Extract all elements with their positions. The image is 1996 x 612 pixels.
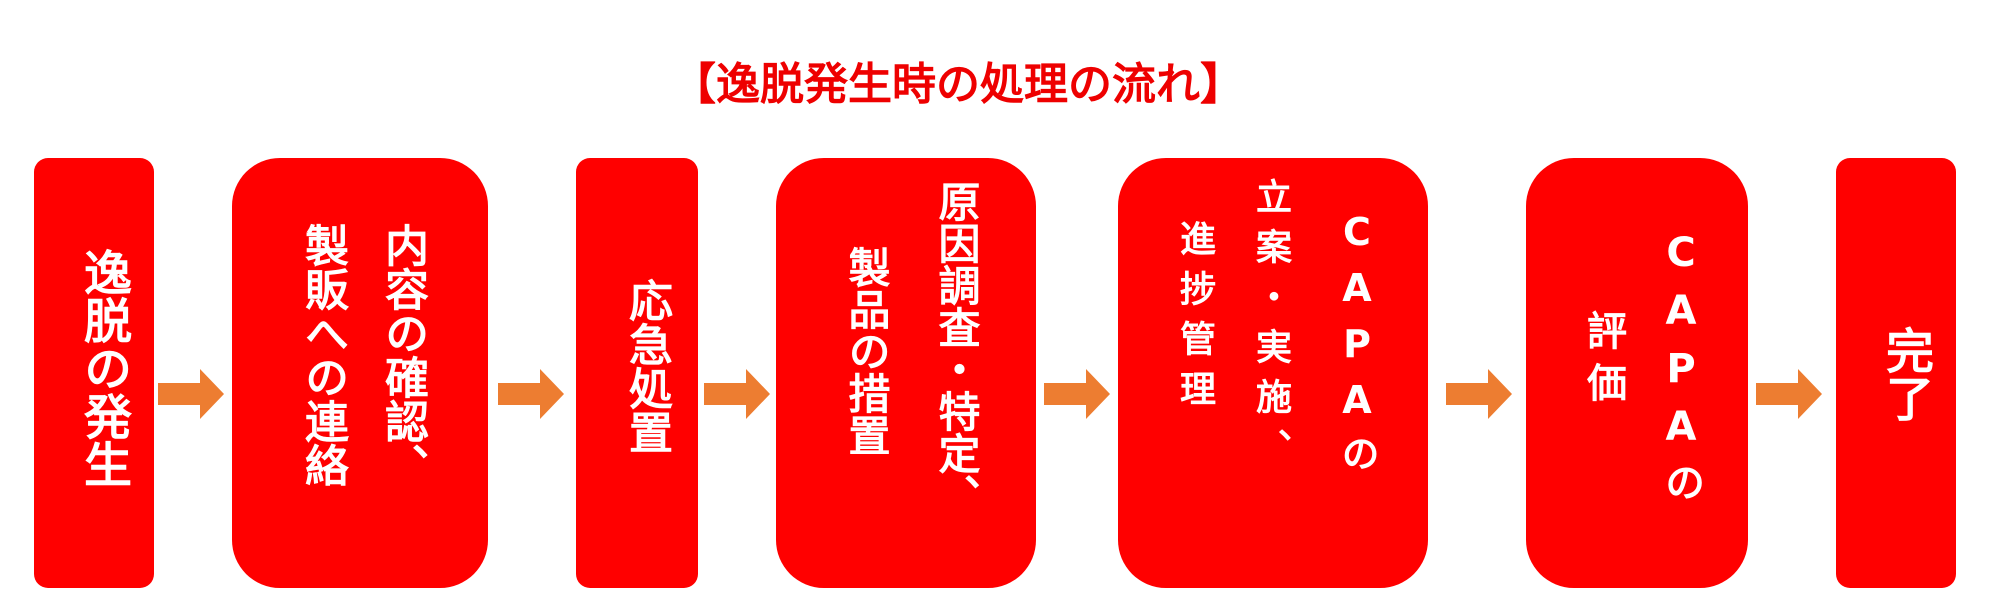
diagram-title-text: 【逸脱発生時の処理の流れ】 (672, 59, 1244, 110)
right-arrow-icon (704, 369, 770, 419)
step-label-capa-plan-line3: 進捗管理 (1174, 220, 1215, 420)
step-label-emergency: 応急処置 (621, 278, 672, 454)
step-label-capa-eval-line2: 評価 (1580, 310, 1626, 414)
step-label-confirm-line1: 内容の確認、 (377, 223, 428, 487)
right-arrow-icon (158, 369, 224, 419)
step-label-complete: 完了 (1877, 326, 1933, 422)
right-arrow-icon (498, 369, 564, 419)
step-label-investigation-line1: 原因調査・特定、 (932, 180, 981, 516)
step-label-confirm-line2: 製販への連絡 (297, 223, 348, 487)
step-label-capa-eval-line1: CAPAの (1658, 230, 1704, 514)
step-box-investigation: 原因調査・特定、 製品の措置 (776, 158, 1036, 588)
right-arrow-icon (1446, 369, 1512, 419)
step-box-complete: 完了 (1836, 158, 1956, 588)
step-box-emergency: 応急処置 (576, 158, 698, 588)
step-label-capa-plan-line1: CAPAの (1335, 210, 1379, 484)
step-box-capa-plan: CAPAの 立案・実施、 進捗管理 (1118, 158, 1428, 588)
diagram-title: 【逸脱発生時の処理の流れ】 (0, 50, 1996, 120)
step-box-confirm: 内容の確認、 製販への連絡 (232, 158, 488, 588)
right-arrow-icon (1044, 369, 1110, 419)
step-label-occurrence: 逸脱の発生 (75, 248, 131, 488)
right-arrow-icon (1756, 369, 1822, 419)
step-label-investigation-line2: 製品の措置 (842, 246, 891, 456)
step-label-capa-plan-line2: 立案・実施、 (1250, 178, 1291, 478)
step-box-capa-eval: CAPAの 評価 (1526, 158, 1748, 588)
step-box-occurrence: 逸脱の発生 (34, 158, 154, 588)
